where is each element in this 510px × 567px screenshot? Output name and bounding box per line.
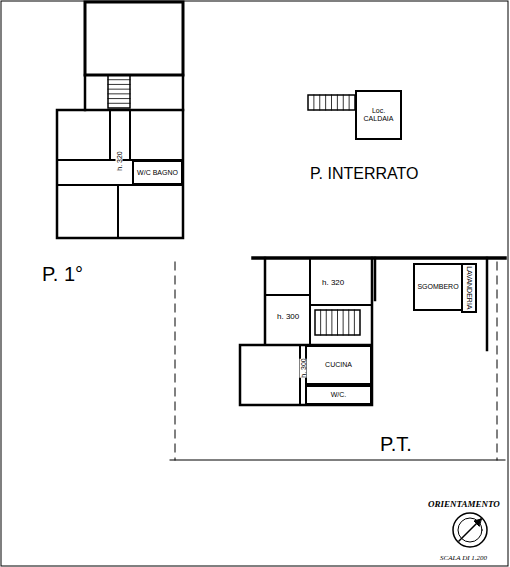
room: CUCINA — [305, 345, 372, 385]
first-floor-walls — [57, 2, 183, 238]
ceiling-height: h. 320 — [116, 151, 123, 170]
room: LAVANDERIA — [461, 263, 477, 313]
room: W/C BAGNO — [132, 160, 183, 185]
ceiling-height: h. 300 — [277, 313, 299, 321]
room-name: W/C BAGNO — [137, 169, 178, 177]
basement-walls — [308, 95, 355, 110]
scale-note: SCALA DI 1.200 — [440, 555, 487, 562]
room-name: SGOMBERO — [417, 283, 458, 291]
orientation-label: ORIENTAMENTO — [428, 500, 500, 509]
floor-title: P. INTERRATO — [310, 166, 418, 182]
room-name: LAVANDERIA — [465, 266, 473, 309]
room: SGOMBERO — [413, 263, 463, 311]
room: W/C. — [305, 385, 372, 405]
room-name: CUCINA — [325, 361, 352, 369]
ceiling-height: h. 300 — [300, 358, 307, 377]
room-name: Loc. CALDAIA — [357, 107, 400, 122]
room-name: W/C. — [331, 391, 347, 399]
room: Loc. CALDAIA — [355, 90, 402, 140]
ground-floor-walls — [170, 258, 505, 460]
floor-title: P.T. — [380, 434, 412, 454]
floor-title: P. 1° — [42, 264, 83, 284]
orientation-symbol — [453, 513, 487, 547]
ceiling-height: h. 320 — [322, 279, 344, 287]
